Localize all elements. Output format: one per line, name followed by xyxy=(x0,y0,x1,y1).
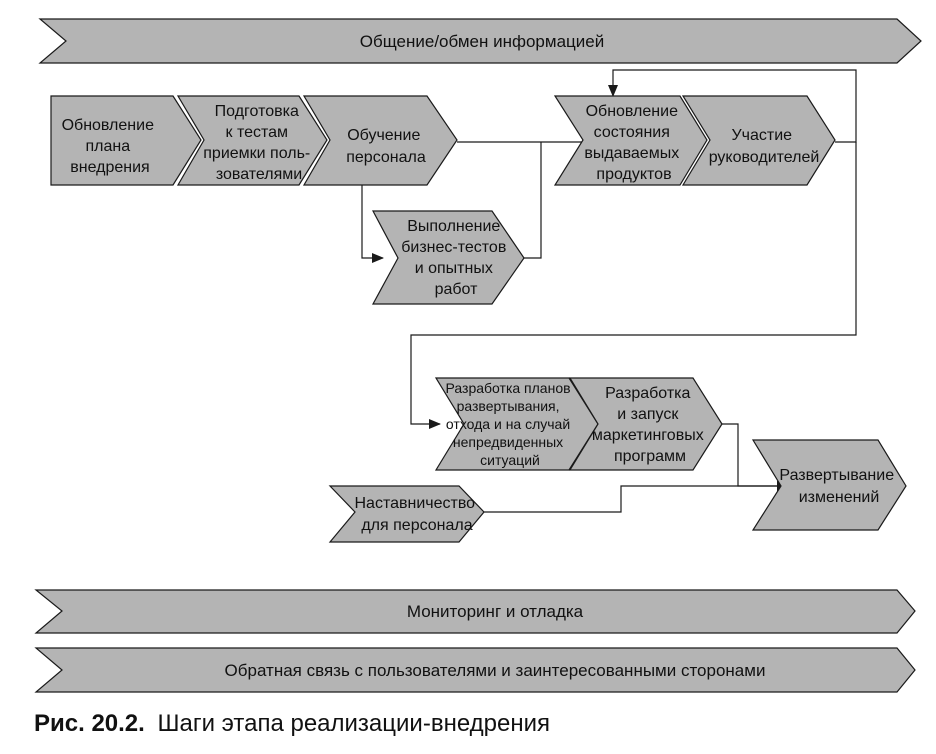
node-business-tests-label: Выполнение бизнес-тестов и опытных работ xyxy=(401,218,511,298)
node-business-tests: Выполнение бизнес-тестов и опытных работ xyxy=(371,210,525,305)
banner-feedback-label: Обратная связь с пользователями и заинте… xyxy=(225,661,766,680)
banner-communication-label: Общение/обмен информацией xyxy=(360,32,604,51)
node-products-update: Обновление состояния выдаваемых продукто… xyxy=(553,95,708,186)
node-marketing-label: Разработка и запуск маркетинговых програ… xyxy=(592,385,708,465)
connector-mentoring-to-deploy xyxy=(484,481,789,513)
figure-title: Шаги этапа реализации-внедрения xyxy=(157,710,551,737)
connectors xyxy=(361,69,857,513)
banner-monitoring: Мониторинг и отладка xyxy=(34,589,916,634)
node-deployment-plans-label: Разработка планов развертывания, отхода … xyxy=(446,380,575,468)
figure-number: Рис. 20.2. xyxy=(34,710,145,737)
connector-management-to-plans xyxy=(410,142,857,429)
node-test-preparation-label: Подготовка к тестам приемки поль- зовате… xyxy=(203,103,314,183)
node-management: Участие руководителей xyxy=(681,95,836,186)
banner-communication: Общение/обмен информацией xyxy=(38,18,922,64)
node-marketing: Разработка и запуск маркетинговых програ… xyxy=(568,377,723,471)
node-staff-training: Обучение персонала xyxy=(302,95,458,186)
node-plan-update: Обновление плана внедрения xyxy=(50,95,202,186)
node-deploy-changes: Развертывание изменений xyxy=(751,439,907,531)
node-plan-update-label: Обновление плана внедрения xyxy=(62,117,159,176)
connector-tests-to-products xyxy=(524,142,542,259)
node-products-update-label: Обновление состояния выдаваемых продукто… xyxy=(584,103,683,183)
figure-caption: Рис. 20.2. Шаги этапа реализации-внедрен… xyxy=(34,710,550,738)
connector-management-loop xyxy=(608,69,857,143)
node-test-preparation: Подготовка к тестам приемки поль- зовате… xyxy=(176,95,328,186)
node-mentoring: Наставничество для персонала xyxy=(328,485,485,543)
node-staff-training-label: Обучение персонала xyxy=(346,127,426,166)
banner-monitoring-label: Мониторинг и отладка xyxy=(407,602,584,621)
node-management-label: Участие руководителей xyxy=(709,127,820,166)
banner-feedback: Обратная связь с пользователями и заинте… xyxy=(34,647,916,693)
node-deploy-changes-label: Развертывание изменений xyxy=(779,467,898,506)
node-deployment-plans: Разработка планов развертывания, отхода … xyxy=(434,377,599,471)
node-mentoring-label: Наставничество для персонала xyxy=(354,495,479,534)
connector-training-to-tests xyxy=(361,185,384,263)
